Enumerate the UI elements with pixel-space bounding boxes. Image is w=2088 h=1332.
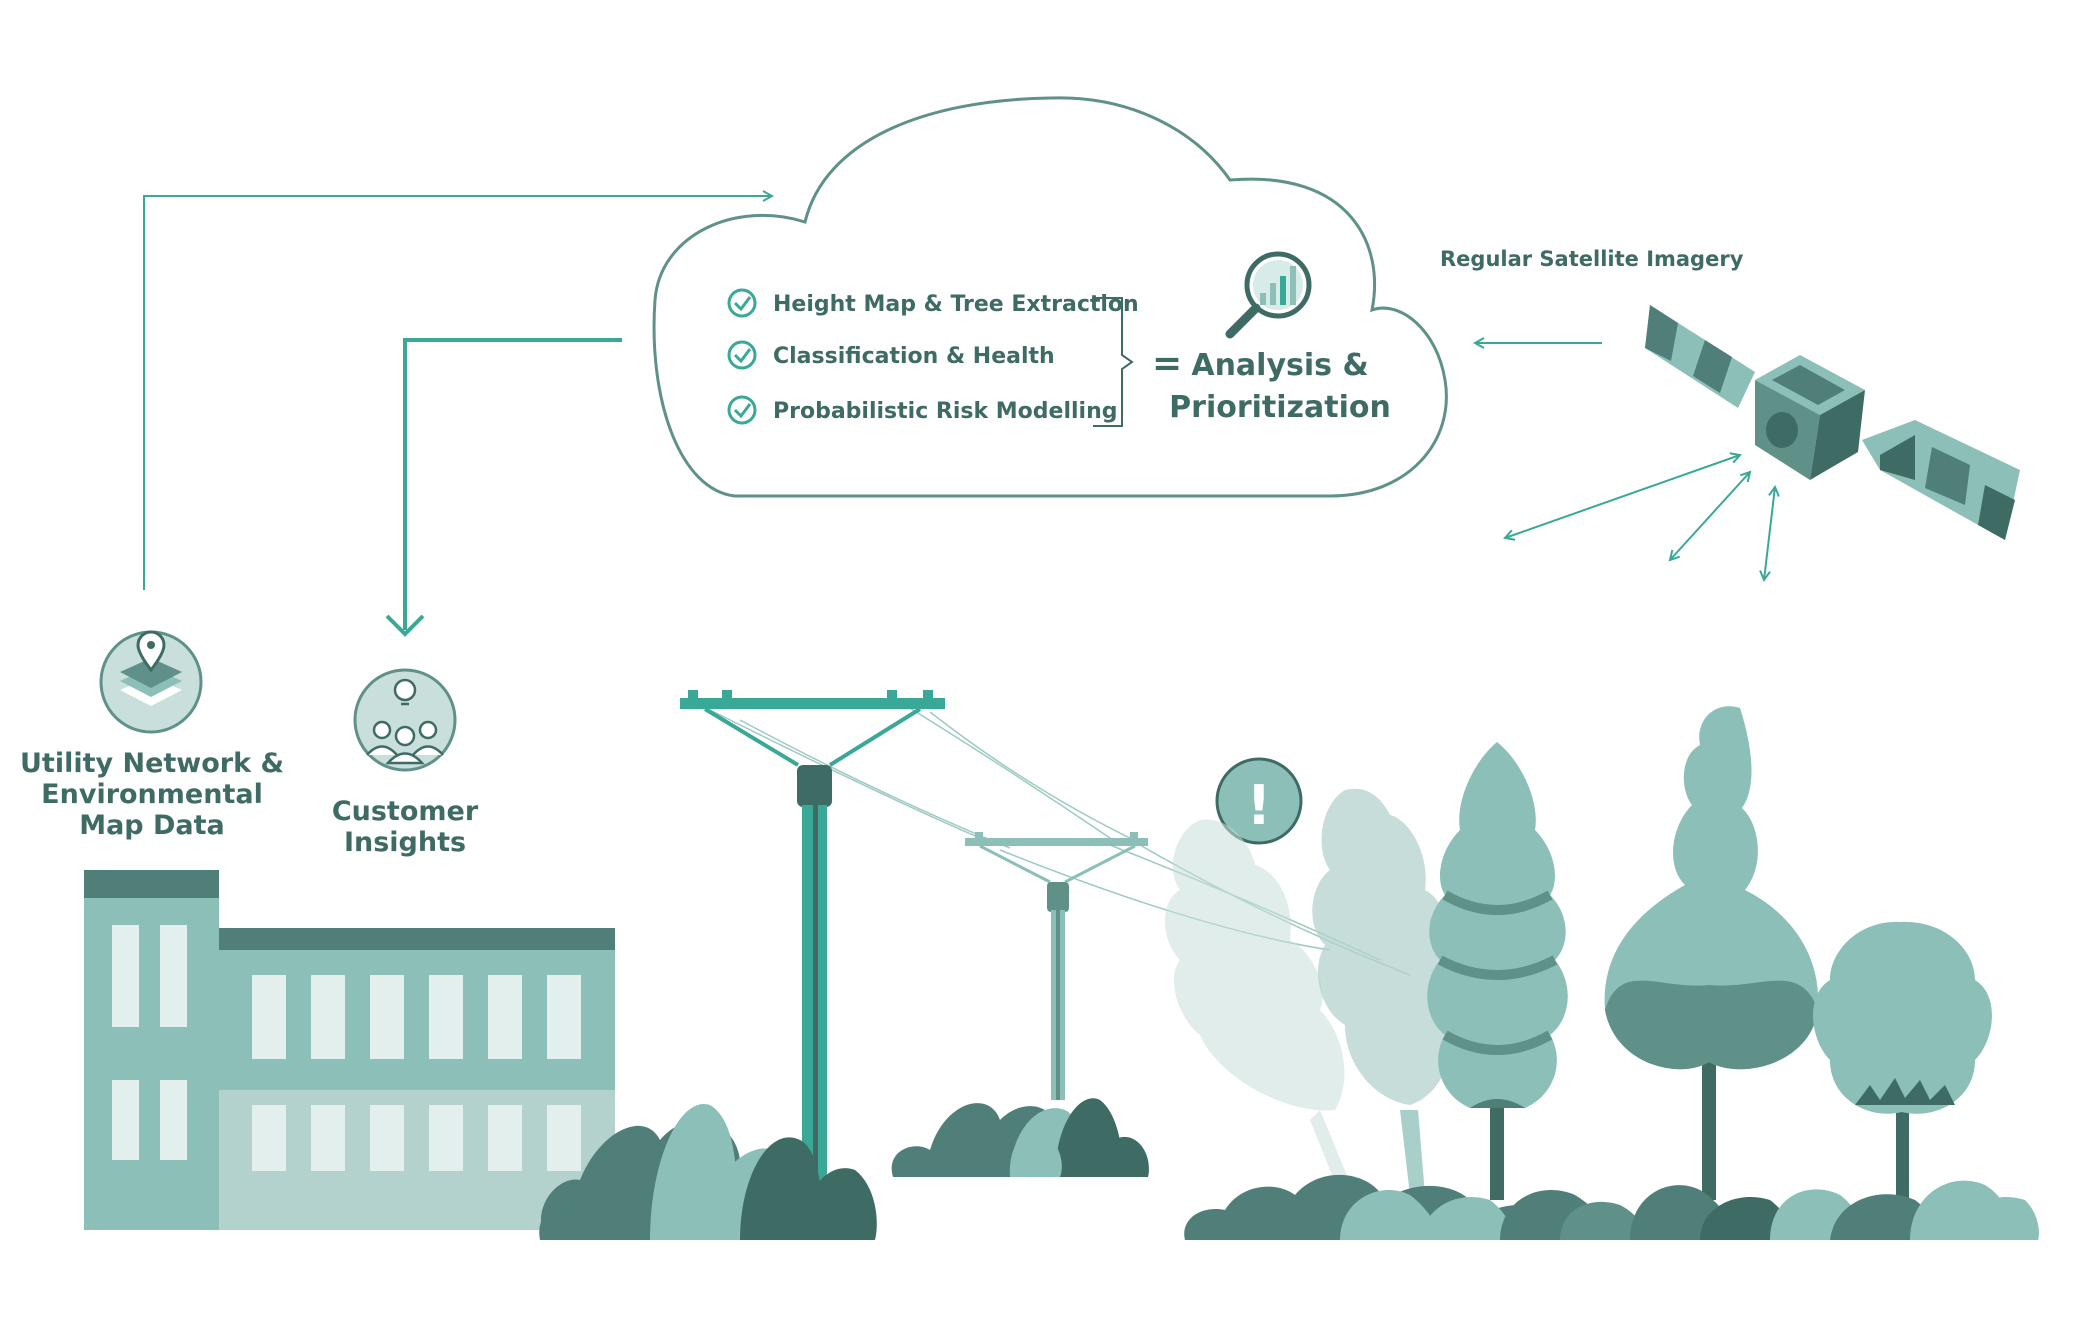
scan-arrow	[1670, 472, 1750, 560]
checklist-item: Height Map & Tree Extraction	[727, 288, 1139, 318]
scan-arrow	[1764, 487, 1775, 580]
utility-label-line1: Utility Network &	[20, 748, 284, 779]
satellite-label: Regular Satellite Imagery	[1440, 247, 1744, 271]
grouping-brace	[1093, 297, 1134, 427]
scan-arrow	[1505, 455, 1740, 538]
utility-label-line2: Environmental	[41, 779, 263, 810]
customer-group-icon	[353, 668, 457, 772]
magnifier-chart-icon	[1225, 251, 1312, 339]
tree-pine	[1427, 742, 1568, 1200]
tree-round	[1813, 921, 1992, 1200]
equals-sign: =	[1152, 343, 1182, 384]
map-layers-pin-icon	[99, 630, 203, 734]
warning-icon: !	[1215, 757, 1303, 845]
bushes-left	[539, 1103, 877, 1240]
tree-tall	[1604, 706, 1819, 1200]
utility-to-cloud-arrow	[143, 196, 772, 590]
result-title-line2: Prioritization	[1169, 390, 1391, 425]
customer-label-line2: Insights	[344, 827, 466, 858]
check-circle-icon	[727, 340, 757, 370]
cloud-to-customer-arrow	[403, 338, 622, 630]
utility-pole-large	[680, 690, 945, 1205]
check-circle-icon	[727, 395, 757, 425]
utility-pole-small	[965, 832, 1148, 1100]
utility-label-line3: Map Data	[79, 810, 225, 841]
cloud-shape	[652, 96, 1448, 498]
tree-leaning-faded	[1165, 819, 1355, 1195]
building-illustration	[84, 870, 615, 1230]
bushes-right	[1184, 1174, 2039, 1240]
customer-label-line1: Customer	[332, 796, 479, 827]
satellite-icon	[1645, 305, 2020, 540]
checklist-item: Probabilistic Risk Modelling	[727, 395, 1117, 425]
check-circle-icon	[727, 288, 757, 318]
checklist-label: Height Map & Tree Extraction	[773, 292, 1139, 317]
arrow-head	[385, 614, 425, 637]
checklist-item: Classification & Health	[727, 340, 1055, 370]
result-title-line1: Analysis &	[1191, 348, 1368, 383]
checklist-label: Probabilistic Risk Modelling	[773, 399, 1117, 424]
checklist-label: Classification & Health	[773, 344, 1055, 369]
bushes-middle	[891, 1098, 1149, 1177]
warning-symbol: !	[1247, 774, 1272, 837]
tree-leaning-mid	[1312, 788, 1457, 1195]
